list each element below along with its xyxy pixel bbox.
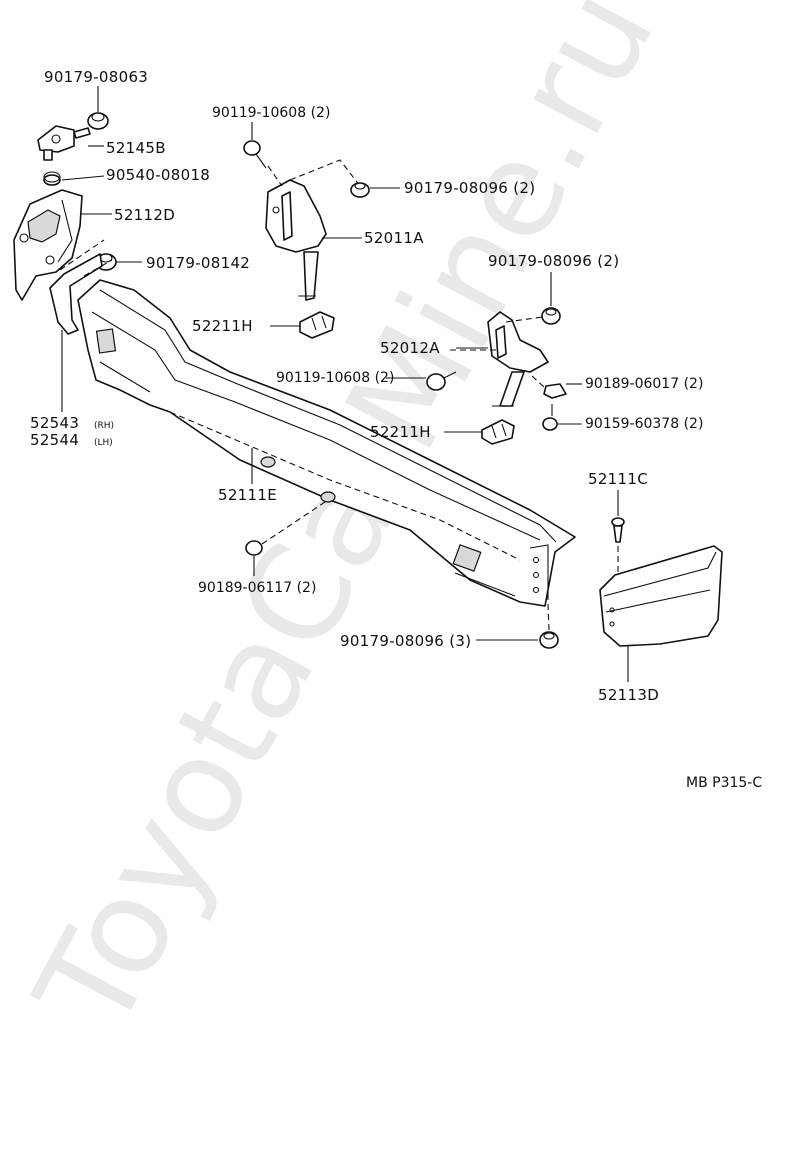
nut-90179-08096-top[interactable]: [350, 182, 370, 198]
retainer-52543-52544[interactable]: [49, 253, 103, 335]
label-52011A: 52011A: [364, 229, 424, 247]
bracket-52012A[interactable]: [487, 311, 549, 407]
label-52211H-mid: 52211H: [370, 423, 431, 441]
guard-52112D[interactable]: [13, 189, 83, 301]
nut-90179-08096-mid[interactable]: [541, 307, 561, 325]
bracket-52145B[interactable]: [37, 125, 91, 161]
label-52543-suffix: (RH): [94, 421, 114, 431]
label-52012A: 52012A: [380, 339, 440, 357]
label-90189-06117: 90189-06117 (2): [198, 580, 316, 596]
stopper-52211H-mid[interactable]: [481, 419, 515, 445]
label-90179-08096-bot: 90179-08096 (3): [340, 632, 471, 650]
label-52543: 52543: [30, 414, 79, 432]
label-52113D: 52113D: [598, 686, 659, 704]
washer-90540-08018[interactable]: [43, 171, 61, 186]
label-90179-08096-mid: 90179-08096 (2): [488, 252, 619, 270]
nut-90179-08063[interactable]: [87, 112, 109, 130]
label-90159-60378: 90159-60378 (2): [585, 416, 703, 432]
label-52112D: 52112D: [114, 206, 175, 224]
label-90540-08018: 90540-08018: [106, 166, 210, 184]
label-90179-08063: 90179-08063: [44, 68, 148, 86]
label-90119-10608-mid: 90119-10608 (2): [276, 370, 394, 386]
label-52544: 52544: [30, 431, 79, 449]
label-90179-08142: 90179-08142: [146, 254, 250, 272]
label-90119-10608-top: 90119-10608 (2): [212, 105, 330, 121]
bumper-bar-52111E[interactable]: [77, 279, 576, 607]
bolt-90119-10608-mid[interactable]: [426, 371, 457, 391]
label-52145B: 52145B: [106, 139, 166, 157]
label-52211H-top: 52211H: [192, 317, 253, 335]
clip-52111C[interactable]: [611, 517, 625, 543]
bracket-52011A[interactable]: [265, 179, 327, 301]
end-cap-52113D[interactable]: [599, 545, 723, 647]
label-52111E: 52111E: [218, 486, 277, 504]
watermark-text: ToyotaCarMine.ru: [7, 0, 685, 1056]
bolt-90189-06117[interactable]: [245, 540, 263, 556]
nut-90189-06017[interactable]: [543, 383, 567, 399]
bolt-90119-10608-top[interactable]: [243, 140, 267, 169]
label-90189-06017: 90189-06017 (2): [585, 376, 703, 392]
label-52544-suffix: (LH): [94, 438, 113, 448]
nut-90179-08096-bot[interactable]: [539, 631, 559, 649]
stopper-52211H-top[interactable]: [299, 311, 335, 339]
label-90179-08096-top: 90179-08096 (2): [404, 179, 535, 197]
bolt-90159-60378[interactable]: [542, 404, 558, 431]
diagram-code: MB P315-C: [686, 775, 762, 791]
label-52111C: 52111C: [588, 470, 648, 488]
